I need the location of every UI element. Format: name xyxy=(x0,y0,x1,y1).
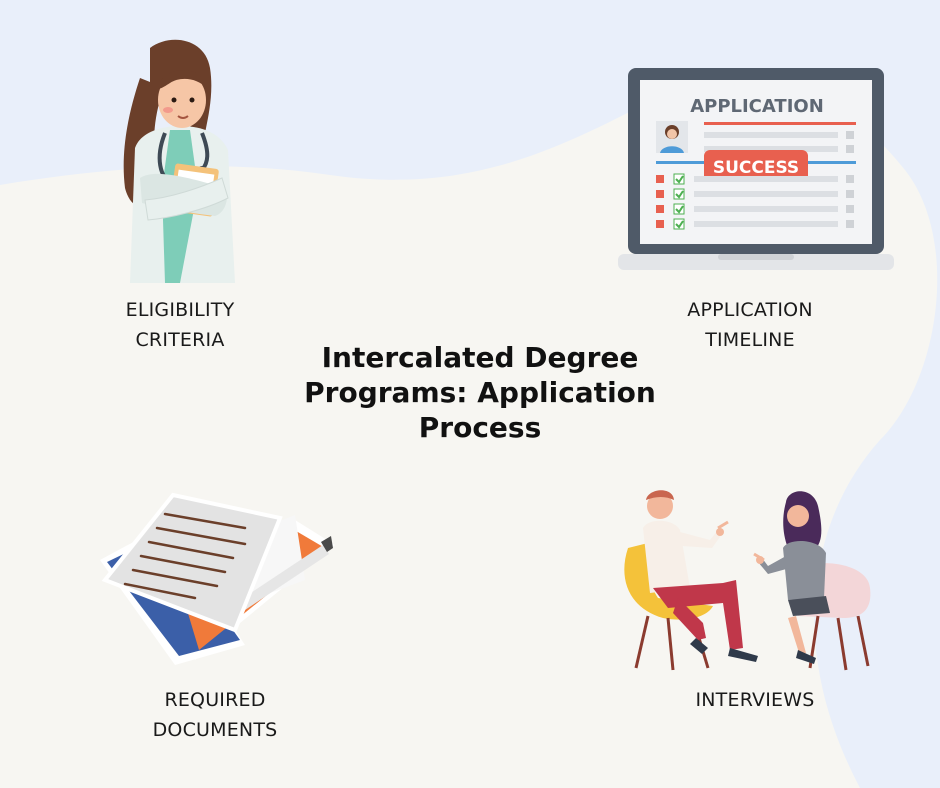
success-badge: SUCCESS xyxy=(713,158,799,178)
step-eligibility-label: ELIGIBILITY CRITERIA xyxy=(100,295,260,355)
step-documents-line1: REQUIRED xyxy=(164,689,266,711)
interview-illustration xyxy=(624,490,871,671)
step-timeline-line2: TIMELINE xyxy=(705,329,795,351)
step-interviews-label: INTERVIEWS xyxy=(675,685,835,715)
title-line2: Programs: Application xyxy=(304,376,656,409)
title-line3: Process xyxy=(418,411,542,444)
step-timeline-label: APPLICATION TIMELINE xyxy=(665,295,835,355)
doctor-illustration xyxy=(123,39,235,283)
page-title: Intercalated Degree Programs: Applicatio… xyxy=(270,340,690,445)
documents-illustration xyxy=(100,492,335,665)
step-documents-line2: DOCUMENTS xyxy=(152,719,278,741)
step-timeline-line1: APPLICATION xyxy=(687,299,813,321)
laptop-application-illustration: APPLICATION SUCCESS xyxy=(618,68,894,270)
checklist xyxy=(656,173,854,230)
step-eligibility-line1: ELIGIBILITY xyxy=(125,299,235,321)
step-interviews-line1: INTERVIEWS xyxy=(695,689,815,711)
laptop-heading: APPLICATION xyxy=(690,96,824,117)
step-eligibility-line2: CRITERIA xyxy=(135,329,225,351)
title-line1: Intercalated Degree xyxy=(321,341,639,374)
step-documents-label: REQUIRED DOCUMENTS xyxy=(135,685,295,745)
